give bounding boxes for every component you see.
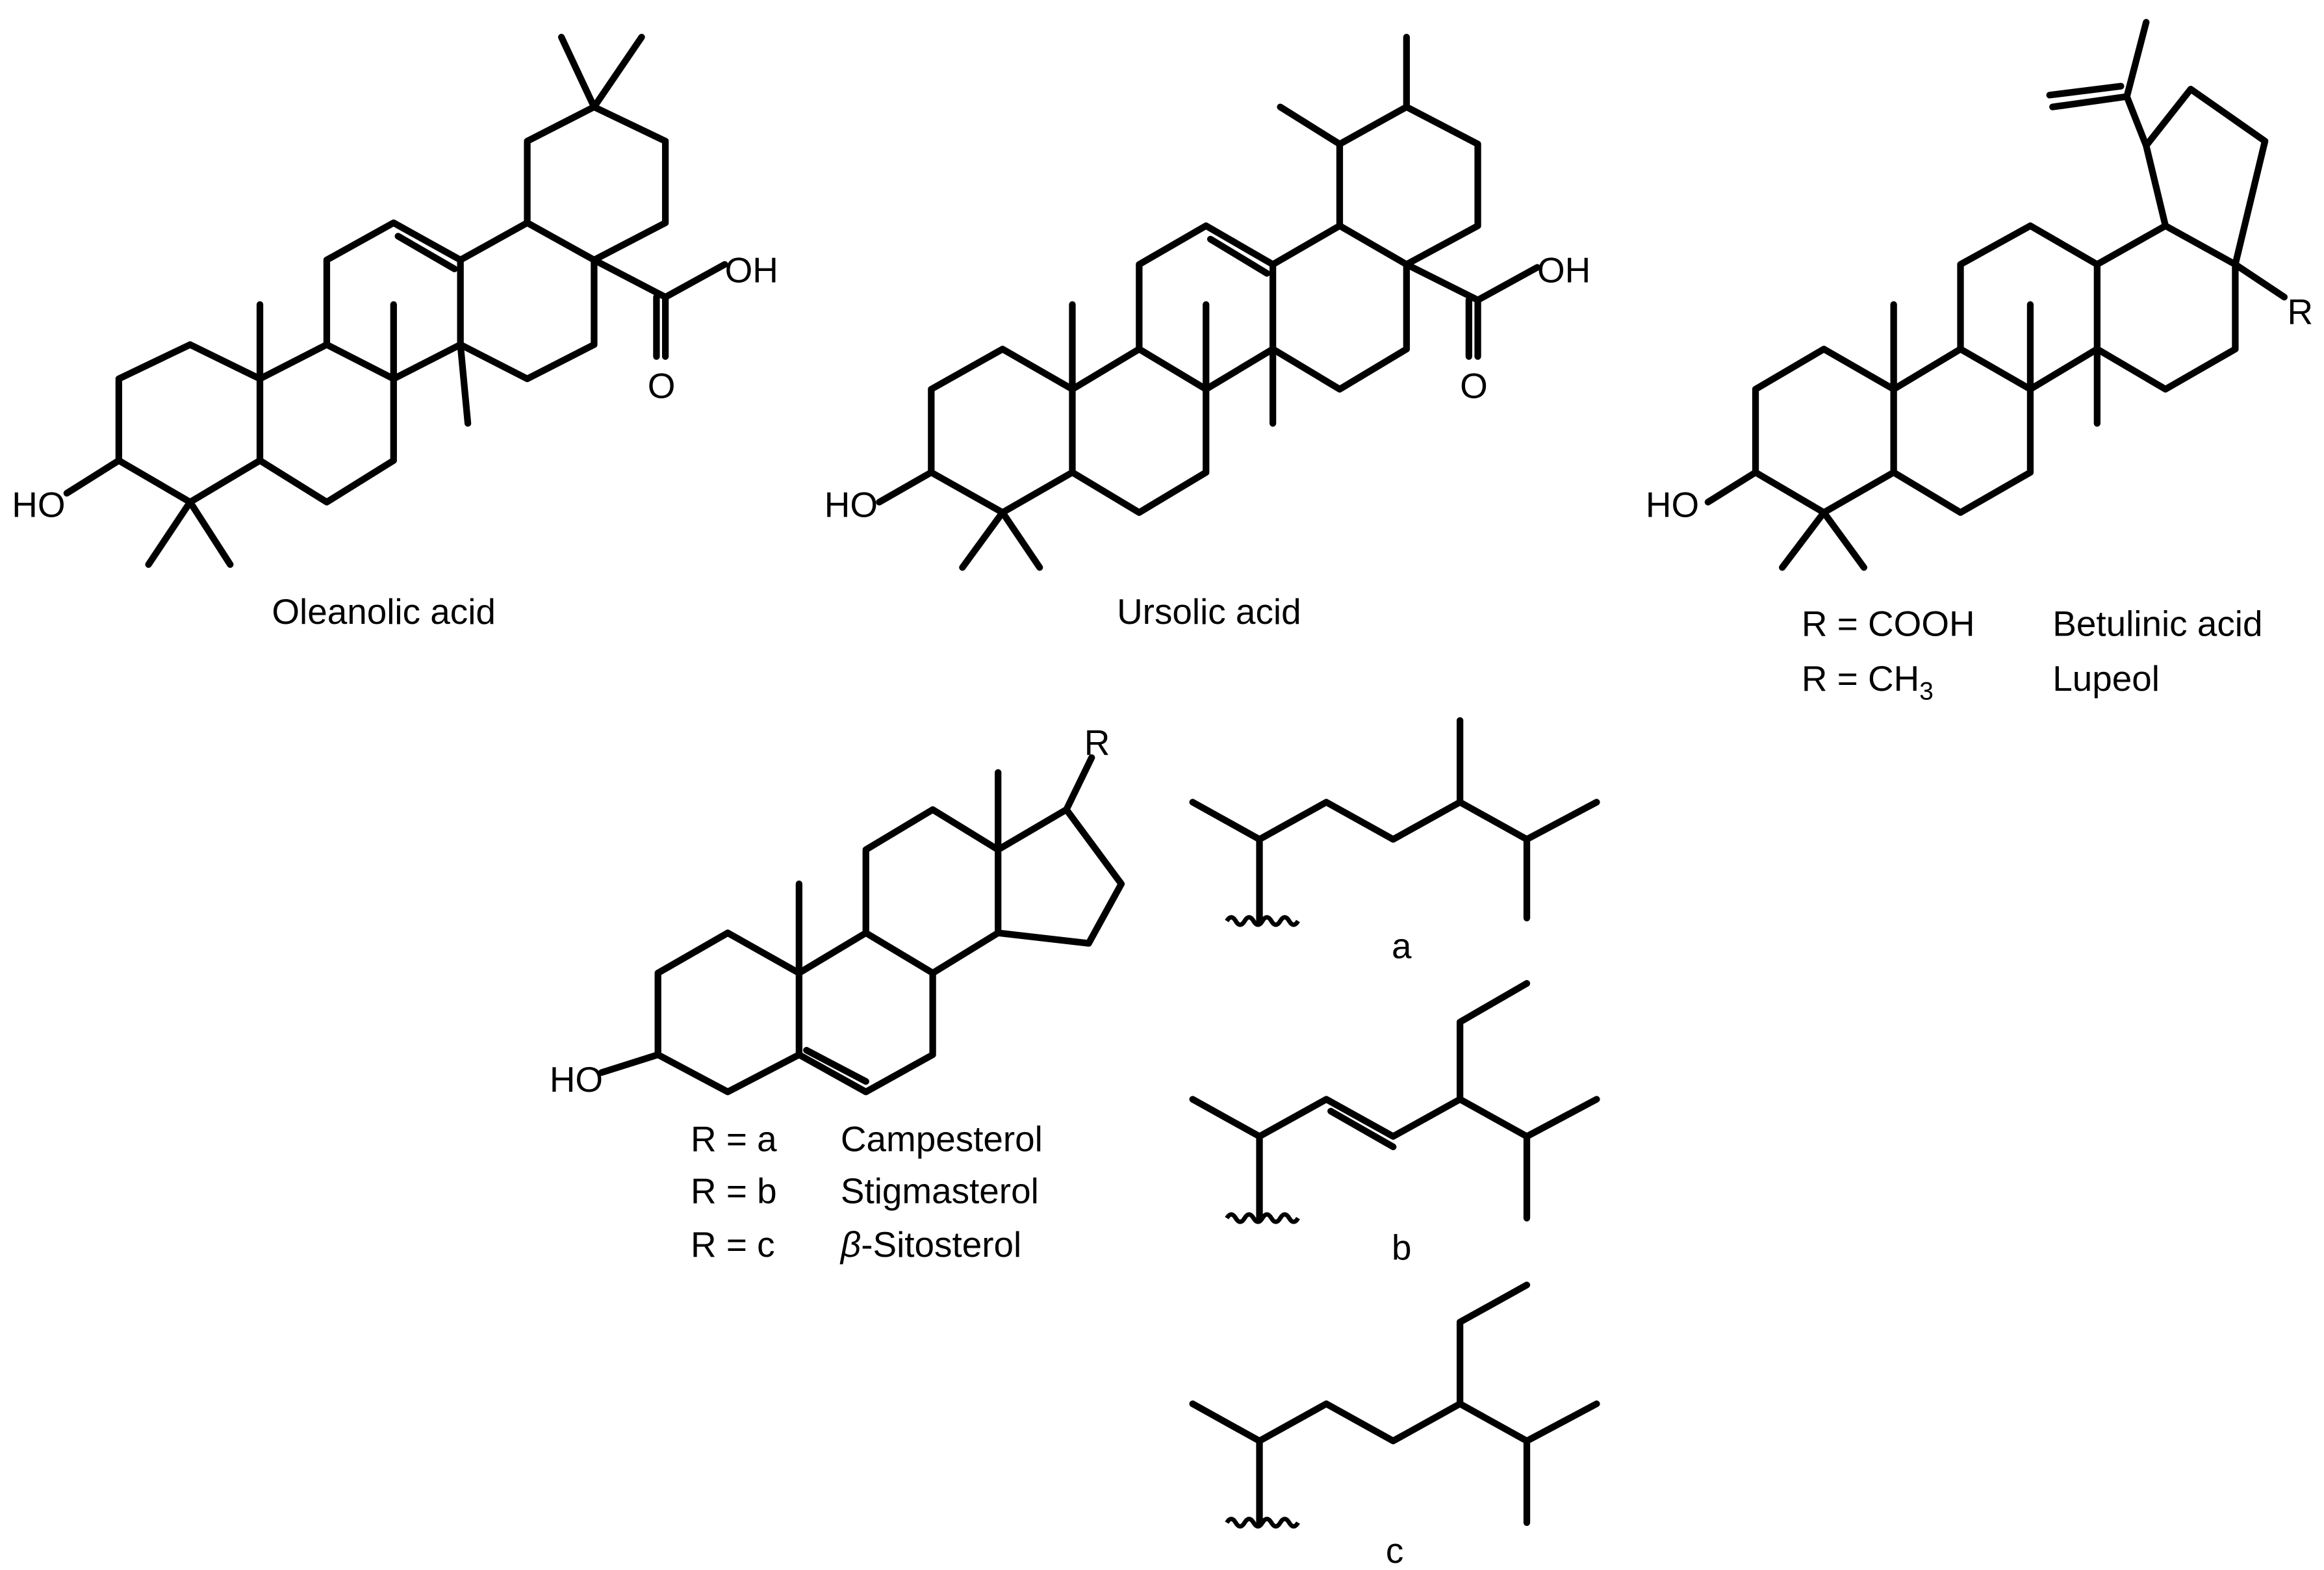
side-chain-a: a bbox=[1189, 717, 1600, 966]
lupane-variant-r-cooh: R = COOH bbox=[1802, 603, 1975, 643]
sterol-structure: HO R R = a Campesterol R = b Stigmastero… bbox=[550, 722, 1125, 1265]
lupane-variant-betulinic-acid: Betulinic acid bbox=[2052, 603, 2262, 643]
side-chain-c-label: c bbox=[1386, 1530, 1403, 1570]
lupane-variant-r-ch3: R = CH3 bbox=[1802, 658, 1934, 706]
side-chain-a-label: a bbox=[1392, 925, 1412, 966]
ursolic-o-label: O bbox=[1460, 366, 1488, 406]
lupane-structure: HO R R = COOH Betulinic acid R = CH3 Lup… bbox=[1646, 19, 2313, 706]
lupane-r-label: R bbox=[2287, 291, 2313, 331]
side-chain-c: c bbox=[1189, 1281, 1600, 1570]
oleanolic-oh-label: OH bbox=[725, 250, 778, 290]
ursolic-acid-name: Ursolic acid bbox=[1117, 591, 1301, 632]
oleanolic-acid-structure: HO OH O Oleanolic acid bbox=[12, 34, 778, 632]
ursolic-oh-label: OH bbox=[1537, 250, 1590, 290]
sterol-r-label: R bbox=[1084, 722, 1110, 762]
sterol-variant-beta-sitosterol: β-Sitosterol bbox=[839, 1224, 1021, 1265]
oleanolic-o-label: O bbox=[648, 366, 676, 406]
sterol-ho-label: HO bbox=[550, 1059, 603, 1100]
sterol-variant-r-b: R = b bbox=[691, 1171, 777, 1211]
sterol-variant-campesterol: Campesterol bbox=[841, 1119, 1043, 1159]
oleanolic-ho-label: HO bbox=[12, 485, 65, 525]
ursolic-acid-structure: HO OH O Ursolic acid bbox=[824, 34, 1590, 632]
lupane-variant-lupeol: Lupeol bbox=[2052, 658, 2160, 699]
lupane-ho-label: HO bbox=[1646, 485, 1699, 525]
sterol-variant-r-a: R = a bbox=[691, 1119, 777, 1159]
sterol-variant-r-c: R = c bbox=[691, 1224, 775, 1265]
side-chain-b: b bbox=[1189, 980, 1600, 1268]
sterol-variant-stigmasterol: Stigmasterol bbox=[841, 1171, 1039, 1211]
oleanolic-acid-name: Oleanolic acid bbox=[272, 591, 496, 632]
side-chain-b-label: b bbox=[1392, 1228, 1412, 1268]
ursolic-ho-label: HO bbox=[824, 485, 878, 525]
